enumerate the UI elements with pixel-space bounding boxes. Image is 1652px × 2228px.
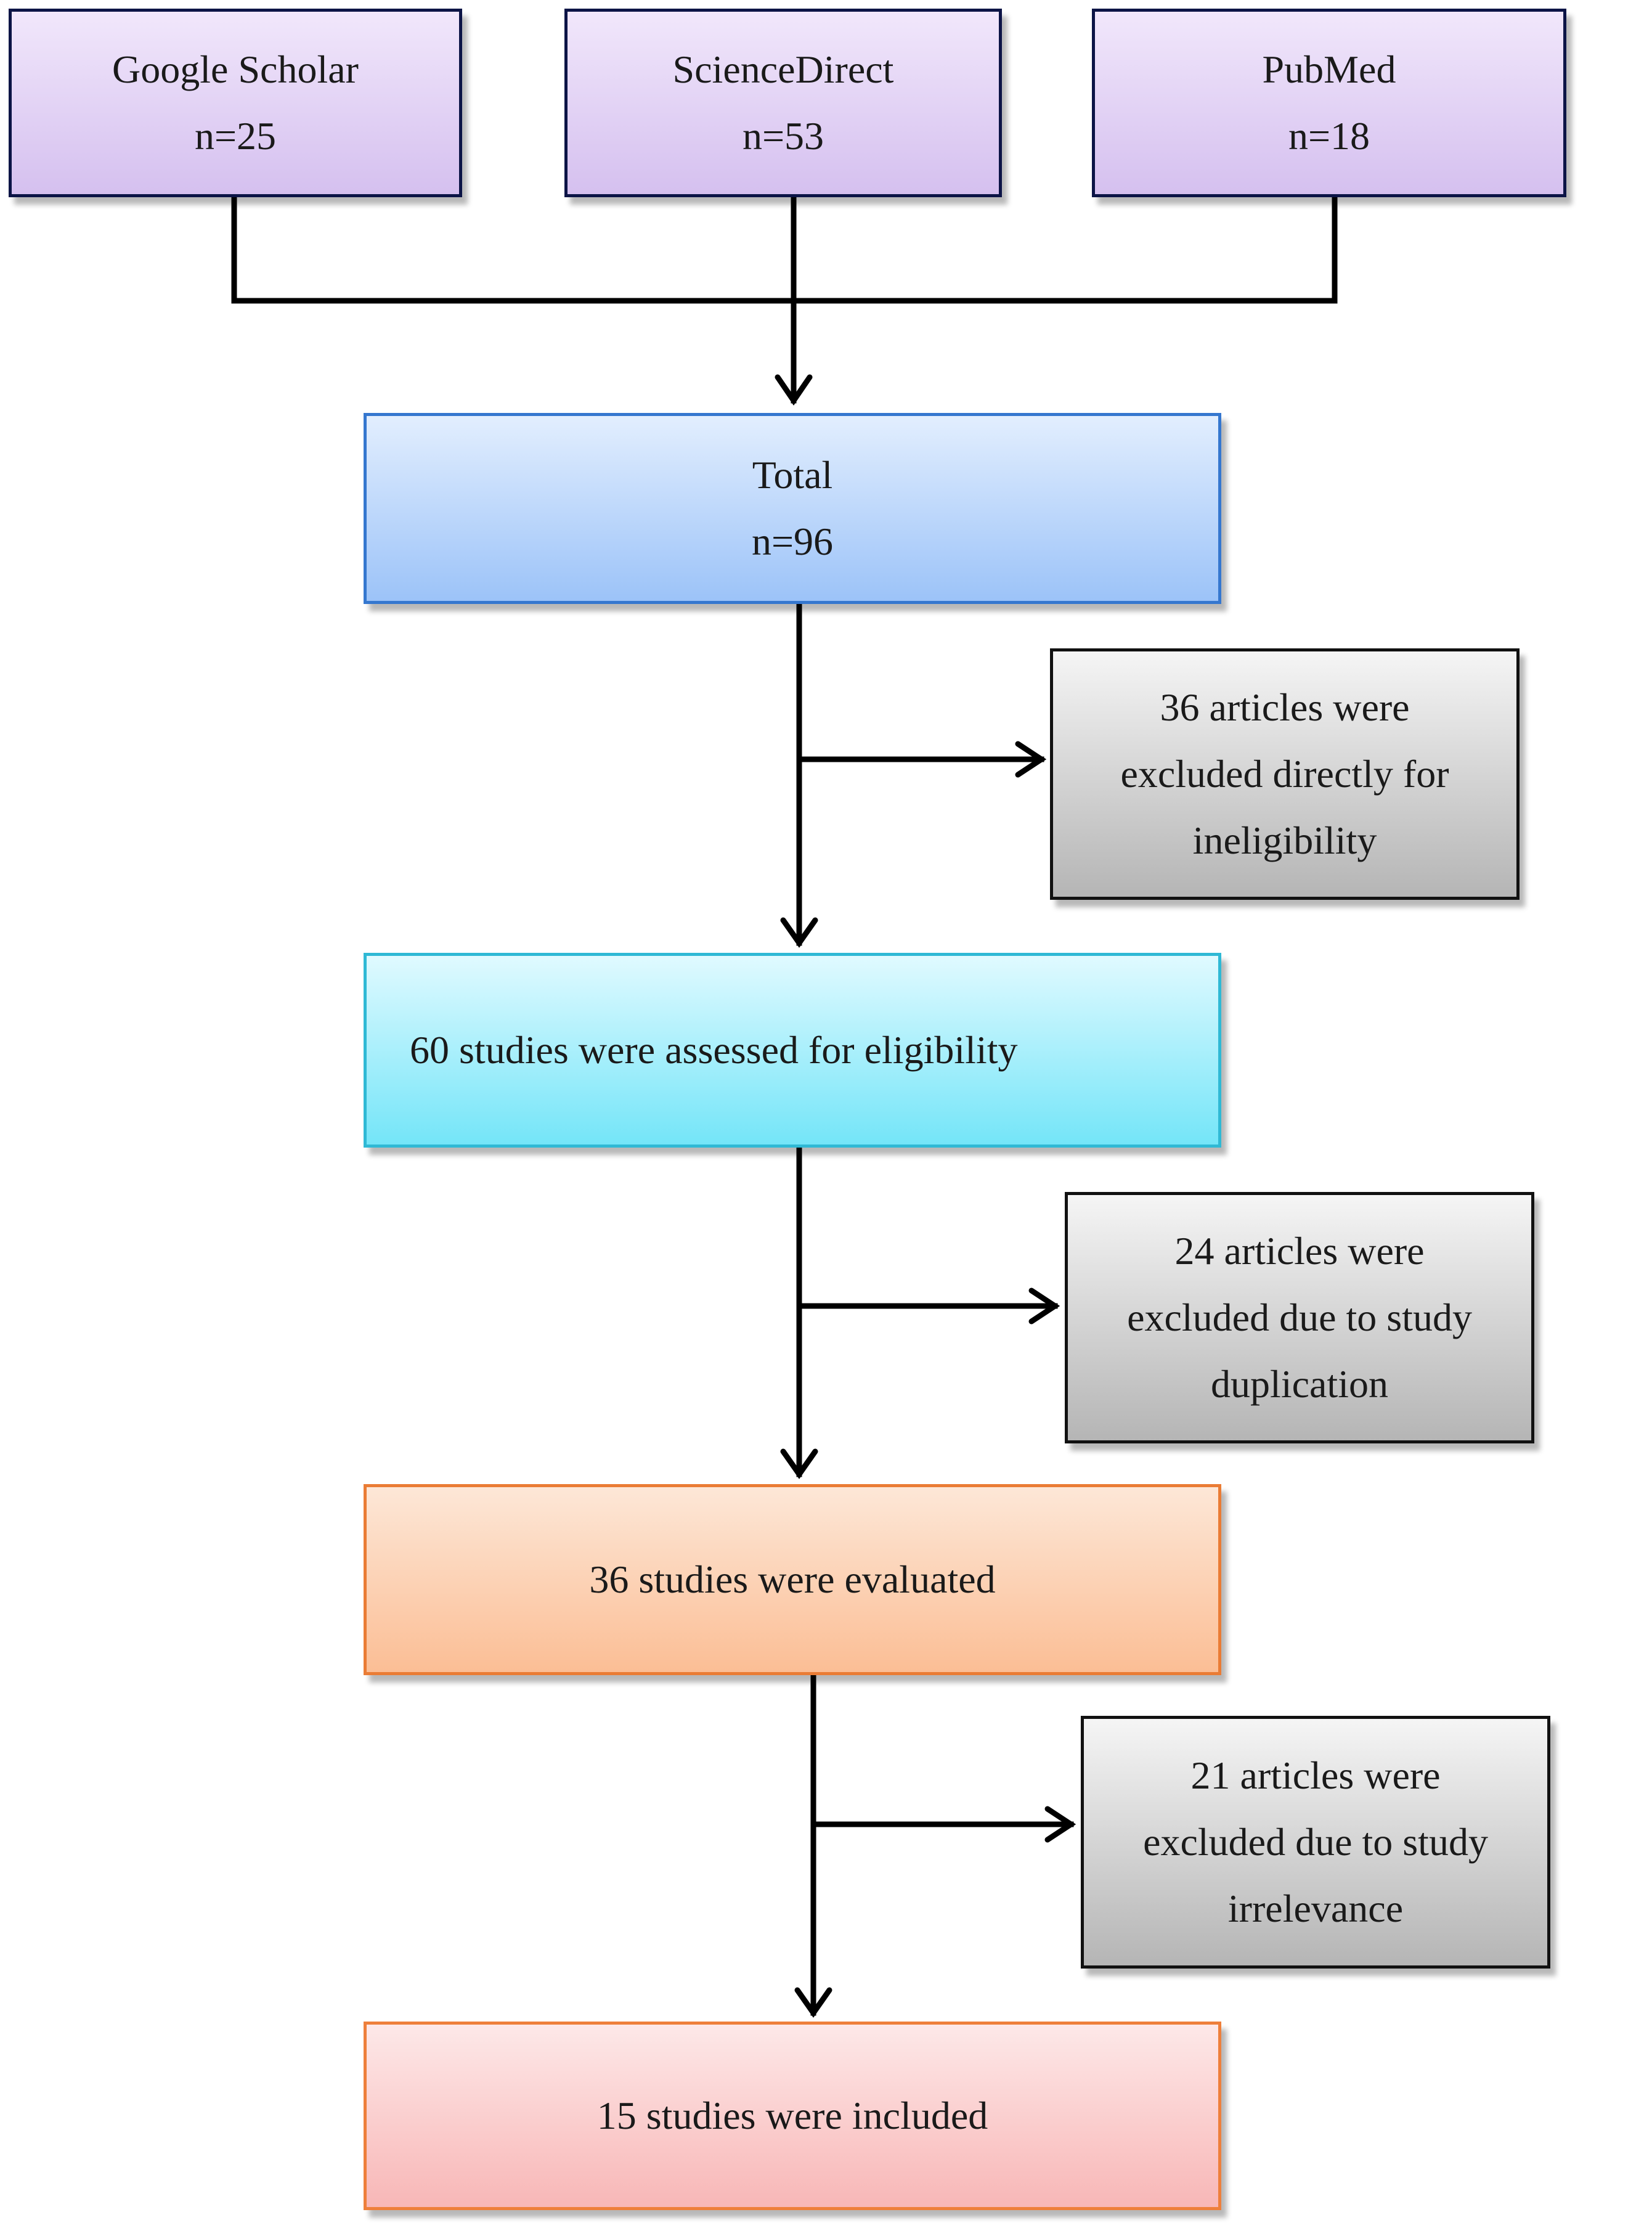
- exclusion-box-irrelevance: 21 articles were excluded due to study i…: [1081, 1716, 1550, 1969]
- source-count: n=53: [742, 114, 824, 158]
- total-count: n=96: [751, 520, 834, 563]
- exclusion-line: excluded due to study: [1143, 1820, 1488, 1864]
- exclusion-line: 21 articles were: [1190, 1753, 1441, 1797]
- source-count: n=18: [1288, 114, 1370, 158]
- source-name: ScienceDirect: [672, 47, 894, 91]
- exclusion-line: irrelevance: [1227, 1887, 1404, 1930]
- arrowhead-to-included: [794, 1987, 832, 2018]
- source-name: PubMed: [1262, 47, 1396, 91]
- assessed-box: 60 studies were assessed for eligibility: [364, 953, 1221, 1148]
- source-name: Google Scholar: [112, 47, 359, 91]
- source-box-sciencedirect: ScienceDirect n=53: [564, 9, 1002, 197]
- arrowhead-to-evaluated: [780, 1448, 818, 1479]
- arrowhead-to-exclusion-3: [1044, 1806, 1076, 1843]
- exclusion-box-ineligibility: 36 articles were excluded directly for i…: [1050, 648, 1520, 900]
- exclusion-line: duplication: [1211, 1362, 1388, 1406]
- source-box-google-scholar: Google Scholar n=25: [9, 9, 462, 197]
- exclusion-line: excluded due to study: [1127, 1296, 1472, 1339]
- evaluated-label: 36 studies were evaluated: [589, 1557, 996, 1601]
- assessed-label: 60 studies were assessed for eligibility: [410, 1028, 1018, 1072]
- arrowhead-to-exclusion-1: [1015, 741, 1047, 778]
- source-box-pubmed: PubMed n=18: [1092, 9, 1566, 197]
- exclusion-box-duplication: 24 articles were excluded due to study d…: [1065, 1192, 1534, 1443]
- included-label: 15 studies were included: [596, 2094, 988, 2137]
- arrowhead-to-total: [775, 374, 813, 406]
- total-box: Total n=96: [364, 413, 1221, 604]
- total-label: Total: [752, 453, 833, 497]
- exclusion-line: 36 articles were: [1160, 685, 1410, 729]
- arrowhead-to-exclusion-2: [1028, 1287, 1060, 1324]
- exclusion-line: excluded directly for: [1120, 752, 1449, 796]
- exclusion-line: 24 articles were: [1174, 1229, 1425, 1273]
- included-box: 15 studies were included: [364, 2022, 1221, 2210]
- exclusion-line: ineligibility: [1192, 818, 1377, 862]
- evaluated-box: 36 studies were evaluated: [364, 1484, 1221, 1675]
- source-count: n=25: [194, 114, 277, 158]
- arrowhead-to-assessed: [780, 917, 818, 948]
